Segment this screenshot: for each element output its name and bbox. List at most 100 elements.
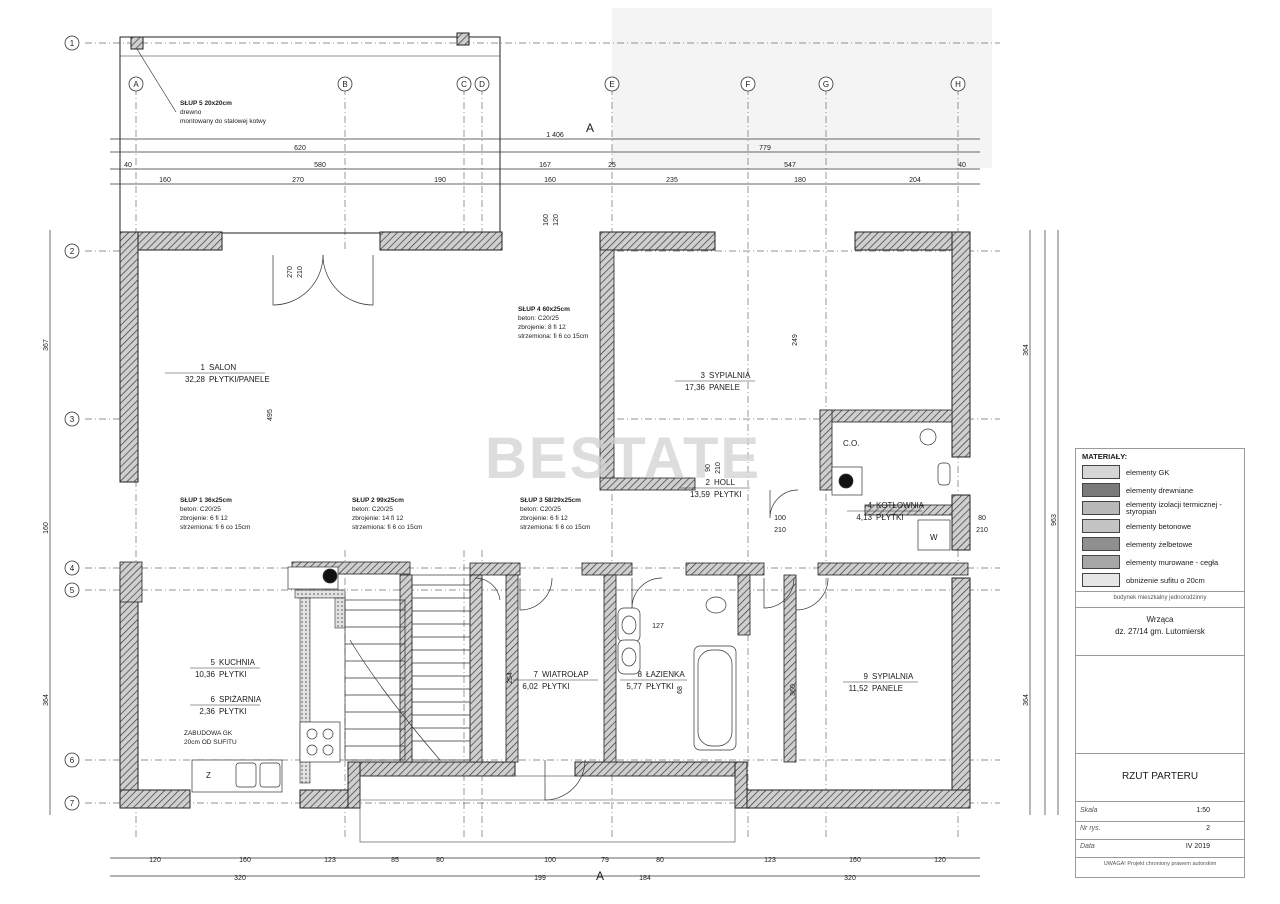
svg-text:160: 160	[43, 522, 50, 534]
svg-text:8: 8	[638, 670, 643, 679]
legend-panel: MATERIAŁY: elementy GK elementy drewnian…	[1075, 448, 1245, 878]
legend-item-concrete: elementy betonowe	[1082, 519, 1191, 533]
entrance-porch	[359, 775, 736, 843]
svg-text:SŁUP 2 99x25cm: SŁUP 2 99x25cm	[352, 497, 404, 504]
legend-item-gk: elementy GK	[1082, 465, 1169, 479]
room-sypialnia-9: 9 SYPIALNIA 11,52 PANELE	[843, 672, 918, 693]
column-axis-bubble	[740, 76, 756, 92]
sheet-title: RZUT PARTERU	[1121, 771, 1199, 782]
zabudowa-note-1: ZABUDOWA GK	[184, 730, 233, 737]
svg-text:3: 3	[701, 371, 706, 380]
legend-item-reinforced: elementy żelbetowe	[1082, 537, 1192, 551]
svg-text:210: 210	[715, 462, 722, 474]
svg-text:2: 2	[706, 478, 711, 487]
row-axis-bubble	[64, 243, 80, 259]
legend-swatch	[1082, 537, 1120, 551]
svg-text:127: 127	[652, 623, 664, 630]
note-slup3: SŁUP 3 58/29x25cm beton: C20/25 zbrojeni…	[520, 497, 590, 531]
svg-text:6,02: 6,02	[522, 682, 538, 691]
svg-text:SŁUP 5 20x20cm: SŁUP 5 20x20cm	[180, 100, 232, 107]
svg-text:SYPIALNIA: SYPIALNIA	[872, 672, 914, 681]
svg-text:beton: C20/25: beton: C20/25	[352, 506, 393, 513]
legend-item-insulation: elementy izolacji termicznej - styropian	[1082, 501, 1244, 515]
svg-text:210: 210	[297, 266, 304, 278]
svg-text:7: 7	[534, 670, 539, 679]
svg-text:25: 25	[608, 162, 616, 169]
row-axis-bubble	[64, 752, 80, 768]
svg-text:210: 210	[774, 527, 786, 534]
svg-text:PŁYTKI: PŁYTKI	[542, 682, 570, 691]
room-kuchnia: 5 KUCHNIA 10,36 PŁYTKI	[190, 658, 260, 679]
row-axis-label: 4	[70, 564, 75, 573]
svg-text:ŁAZIENKA: ŁAZIENKA	[646, 670, 685, 679]
room-lazienka: 8 ŁAZIENKA 5,77 PŁYTKI	[620, 670, 687, 691]
svg-text:strzemiona: fi 6 co 15cm: strzemiona: fi 6 co 15cm	[352, 524, 422, 531]
room-wiatrolap: 7 WIATROŁAP 6,02 PŁYTKI	[513, 670, 598, 691]
svg-text:40: 40	[124, 162, 132, 169]
svg-text:364: 364	[1023, 694, 1030, 706]
svg-text:79: 79	[601, 857, 609, 864]
svg-text:100: 100	[544, 857, 556, 864]
column-axis-label: C	[461, 80, 467, 89]
terrace	[119, 32, 501, 234]
row-axis-bubble	[64, 582, 80, 598]
svg-text:779: 779	[759, 145, 771, 152]
doors	[272, 254, 829, 801]
note-slup4: SŁUP 4 60x25cm beton: C20/25 zbrojenie: …	[518, 306, 588, 340]
legend-swatch	[1082, 573, 1120, 587]
svg-text:320: 320	[234, 875, 246, 882]
svg-text:KUCHNIA: KUCHNIA	[219, 658, 256, 667]
svg-text:123: 123	[764, 857, 776, 864]
svg-text:367: 367	[43, 339, 50, 351]
svg-text:190: 190	[434, 177, 446, 184]
svg-text:SŁUP 3 58/29x25cm: SŁUP 3 58/29x25cm	[520, 497, 581, 504]
svg-text:PŁYTKI: PŁYTKI	[219, 670, 247, 679]
row-axis-bubble	[64, 560, 80, 576]
svg-text:547: 547	[784, 162, 796, 169]
svg-text:PŁYTKI: PŁYTKI	[714, 490, 742, 499]
svg-text:PANELE: PANELE	[709, 383, 740, 392]
room-sypialnia-3: 3 SYPIALNIA 17,36 PANELE	[675, 371, 755, 392]
room-labels: 1 SALON 32,28 PŁYTKI/PANELE 2 HOLL 13,59…	[165, 363, 925, 716]
svg-text:160: 160	[159, 177, 171, 184]
svg-text:180: 180	[794, 177, 806, 184]
plot-number: dz. 27/14 gm. Lutomiersk	[1115, 627, 1205, 636]
svg-text:13,59: 13,59	[690, 490, 711, 499]
svg-text:PŁYTKI: PŁYTKI	[646, 682, 674, 691]
svg-text:17,36: 17,36	[685, 383, 706, 392]
column-notes: SŁUP 5 20x20cm drewno montowany do stalo…	[180, 100, 590, 531]
room-kotlownia: 4 KOTŁOWNIA 4,13 PŁYTKI	[847, 501, 925, 522]
row-axis-bubble	[64, 35, 80, 51]
svg-text:4,13: 4,13	[856, 513, 872, 522]
svg-text:zbrojenie: 6 fi 12: zbrojenie: 6 fi 12	[520, 515, 568, 522]
legend-item-brick: elementy murowane - cegła	[1082, 555, 1218, 569]
svg-text:364: 364	[1023, 344, 1030, 356]
svg-text:580: 580	[314, 162, 326, 169]
meta-drawing-no: Nr rys.2	[1080, 825, 1210, 832]
svg-text:2,36: 2,36	[199, 707, 215, 716]
row-axis-label: 3	[70, 415, 75, 424]
row-axis-bubble	[64, 795, 80, 811]
legend-swatch	[1082, 519, 1120, 533]
svg-text:495: 495	[267, 409, 274, 421]
svg-text:100: 100	[774, 515, 786, 522]
row-axis-label: 6	[70, 756, 75, 765]
svg-text:9: 9	[864, 672, 869, 681]
svg-text:SYPIALNIA: SYPIALNIA	[709, 371, 751, 380]
svg-text:SŁUP 1 36x25cm: SŁUP 1 36x25cm	[180, 497, 232, 504]
column-axis-label: E	[609, 80, 614, 89]
svg-text:254: 254	[507, 672, 514, 684]
legend-swatch	[1082, 555, 1120, 569]
svg-text:strzemiona: fi 6 co 15cm: strzemiona: fi 6 co 15cm	[518, 333, 588, 340]
row-axis-label: 1	[70, 39, 75, 48]
svg-text:620: 620	[294, 145, 306, 152]
svg-text:1: 1	[201, 363, 206, 372]
location: Wrząca	[1146, 615, 1174, 624]
svg-text:167: 167	[539, 162, 551, 169]
note-slup5: SŁUP 5 20x20cm drewno montowany do stalo…	[180, 100, 267, 125]
svg-text:80: 80	[436, 857, 444, 864]
svg-text:HOLL: HOLL	[714, 478, 735, 487]
svg-text:120: 120	[934, 857, 946, 864]
legend-swatch	[1082, 465, 1120, 479]
